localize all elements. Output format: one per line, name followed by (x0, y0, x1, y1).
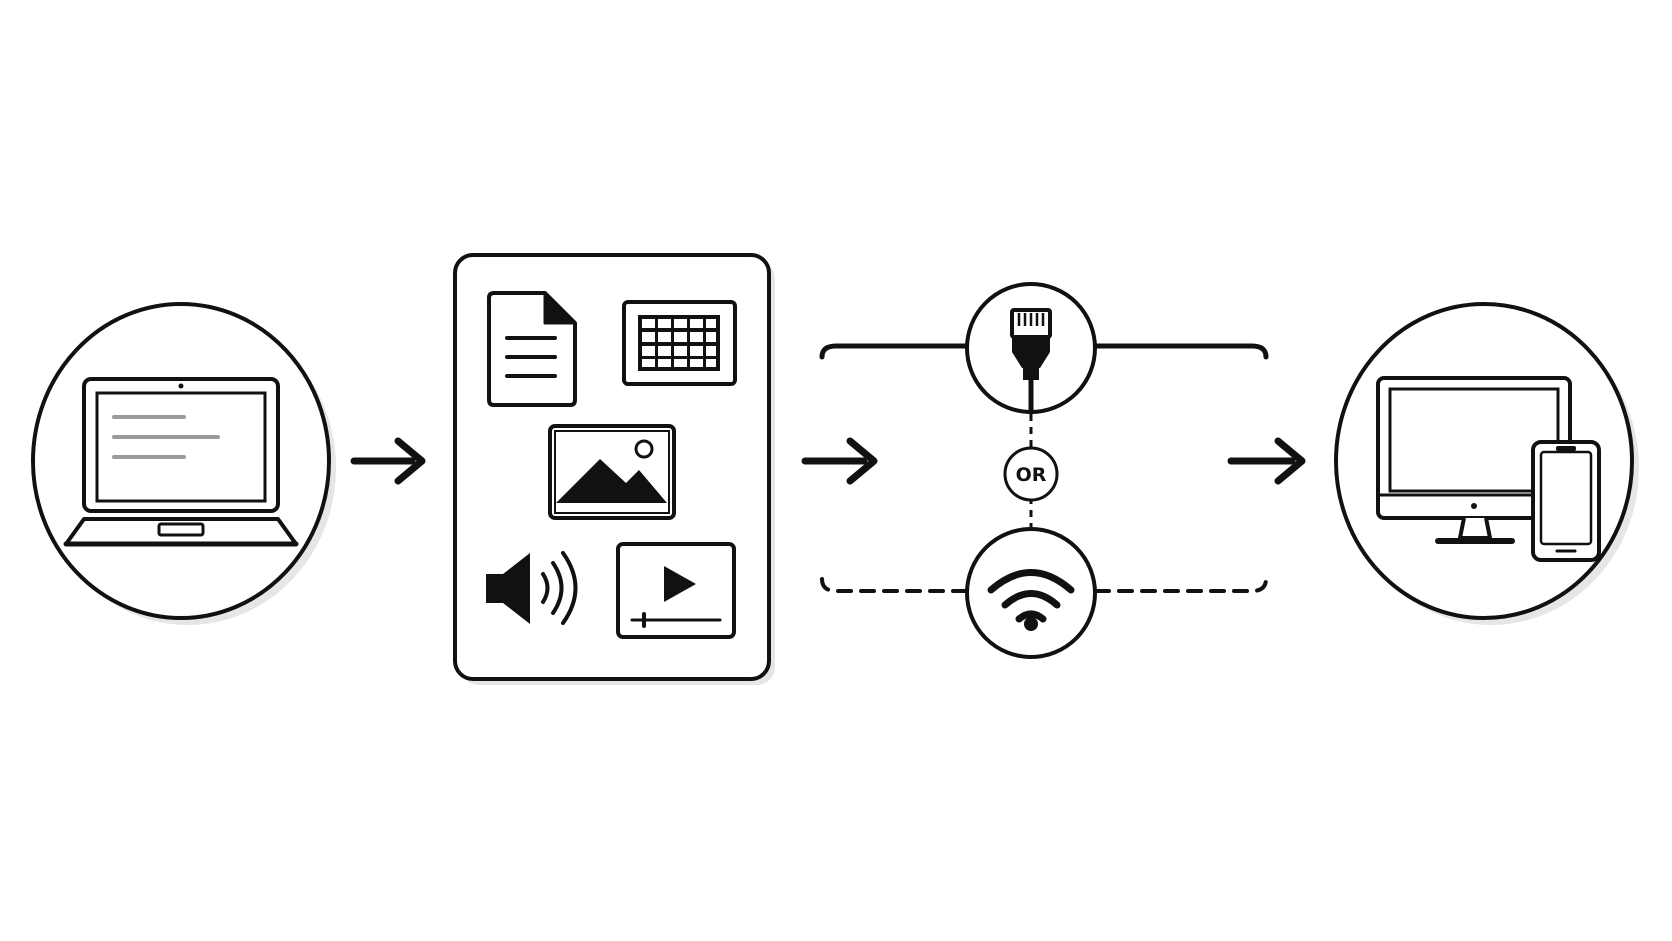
trackpad (157, 522, 205, 537)
or-badge (1003, 446, 1059, 502)
smartphone-icon (1531, 440, 1601, 562)
ethernet-cable-icon (1010, 308, 1052, 414)
wireless-connection-line (820, 577, 968, 593)
content-node (453, 253, 775, 685)
wifi-icon (987, 569, 1075, 631)
audio-icon (486, 551, 578, 625)
laptop-icon (63, 377, 299, 547)
spreadsheet-icon (622, 300, 737, 386)
source-node (31, 302, 336, 625)
destination-node (1334, 302, 1639, 625)
wired-connection-line (819, 343, 969, 360)
wireless-connection-line (1094, 577, 1268, 593)
arrow-right-icon (350, 437, 426, 485)
wired-connection-line (1093, 343, 1269, 360)
document-icon (487, 291, 577, 407)
transfer-node: OR (819, 282, 1269, 659)
video-icon (616, 542, 736, 639)
image-icon (548, 424, 676, 520)
or-label: OR (1016, 464, 1047, 486)
arrow-right-icon (801, 437, 878, 485)
arrow-right-icon (1227, 437, 1306, 485)
